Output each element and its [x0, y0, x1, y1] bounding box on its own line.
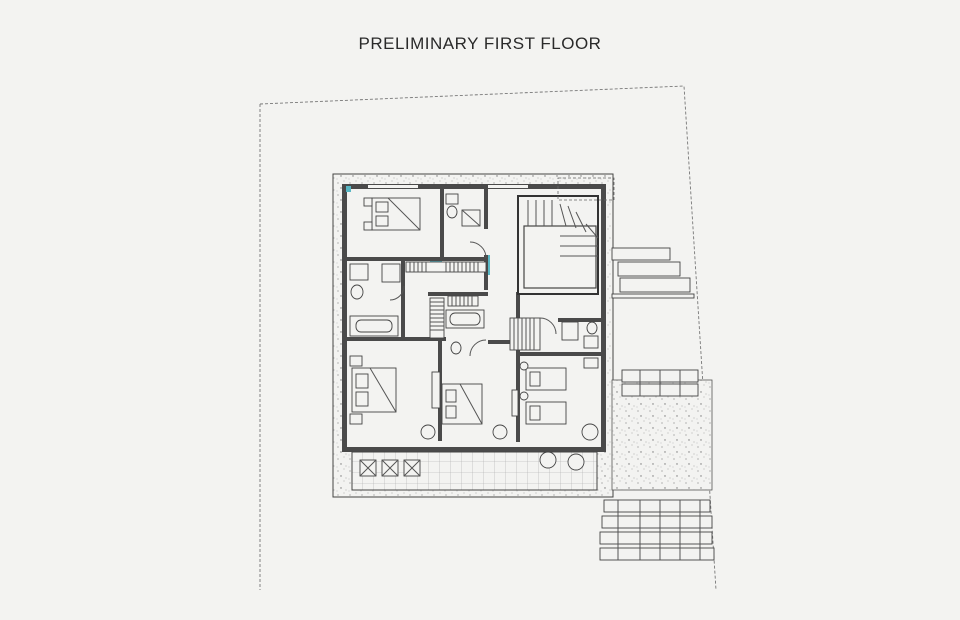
window	[346, 186, 351, 192]
door-swing	[539, 317, 557, 335]
balcony-chairs	[539, 451, 585, 471]
wardrobe	[405, 261, 541, 351]
external-steps-lower	[599, 499, 715, 561]
bathroom-left	[349, 263, 401, 337]
door-swing	[469, 339, 487, 357]
stair-void	[523, 225, 597, 289]
plan-title: PRELIMINARY FIRST FLOOR	[358, 34, 602, 53]
door-swing	[389, 285, 405, 301]
ensuite-right	[561, 321, 599, 349]
door-swing	[469, 241, 487, 259]
external-steps-upper	[611, 247, 695, 299]
balcony-loungers	[359, 459, 421, 477]
stair-flight	[527, 200, 599, 257]
external-steps-middle	[621, 369, 699, 397]
ensuite-top	[445, 193, 481, 227]
bathroom-center	[445, 309, 485, 355]
double-bed-master	[363, 197, 421, 231]
gravel-garden-east	[611, 379, 713, 491]
double-bed-center	[431, 371, 508, 440]
stair-landing-box	[557, 177, 615, 201]
twin-beds-right	[511, 357, 599, 441]
double-bed-left	[349, 355, 436, 440]
